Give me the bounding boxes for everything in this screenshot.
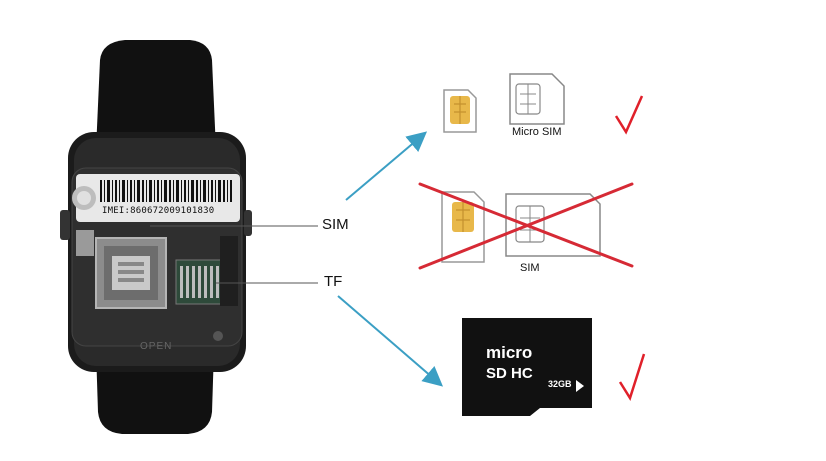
checkmark-icon <box>614 95 644 135</box>
imei-text: IMEI:860672009101830 <box>102 206 215 216</box>
sim-slot <box>76 230 167 309</box>
standard-sim-label: SIM <box>520 262 540 274</box>
standard-sim-outline-icon <box>505 193 601 257</box>
barcode <box>100 180 232 202</box>
standard-sim-card <box>441 191 485 263</box>
imei-sticker <box>72 174 240 222</box>
arrow-to-micro-sim <box>345 131 428 201</box>
open-label: OPEN <box>140 341 173 352</box>
arrow-to-sd-card <box>337 295 444 387</box>
micro-sd-card: micro SD HC <box>462 318 592 416</box>
micro-sim-card <box>443 89 477 133</box>
micro-sim-label: Micro SIM <box>512 126 562 138</box>
sdhc-logo: SD HC <box>486 365 533 382</box>
micro-sd-logo: micro <box>486 343 532 362</box>
watch-strap-top <box>96 40 216 150</box>
cross-icon <box>418 182 634 270</box>
smartwatch <box>60 40 252 434</box>
sd-capacity-label: 32GB <box>548 379 572 389</box>
tf-callout-label: TF <box>324 273 343 290</box>
tf-slot <box>175 259 223 305</box>
checkmark-icon-sd <box>618 353 646 401</box>
play-arrow-icon <box>576 380 584 392</box>
micro-sim-outline-icon <box>509 73 565 125</box>
sim-callout-label: SIM <box>322 216 349 233</box>
